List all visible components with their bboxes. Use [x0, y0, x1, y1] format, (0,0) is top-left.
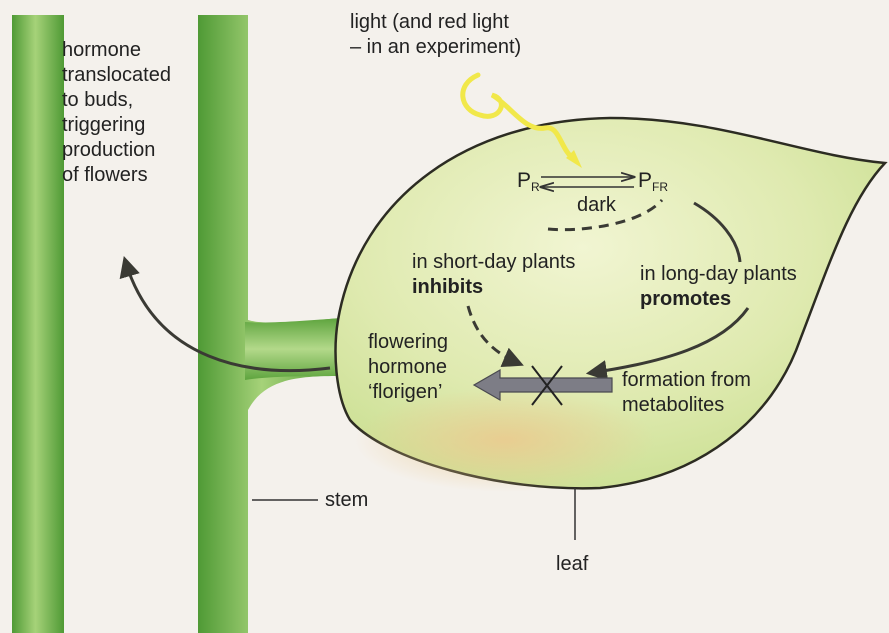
formation-label: formation from metabolites	[622, 368, 751, 418]
leaf-label: leaf	[556, 552, 588, 577]
stem-label: stem	[325, 488, 368, 513]
dark-label: dark	[577, 193, 616, 218]
long-day-label: in long-day plants promotes	[640, 262, 797, 312]
short-day-label: in short-day plants inhibits	[412, 250, 575, 300]
leaf-graphic	[336, 118, 885, 492]
light-label: light (and red light – in an experiment)	[350, 10, 521, 60]
florigen-label: flowering hormone ‘florigen’	[368, 330, 448, 405]
hormone-translocation-label: hormone translocated to buds, triggering…	[62, 38, 171, 188]
pr-label: PR	[517, 169, 540, 195]
pfr-label: PFR	[638, 169, 668, 195]
